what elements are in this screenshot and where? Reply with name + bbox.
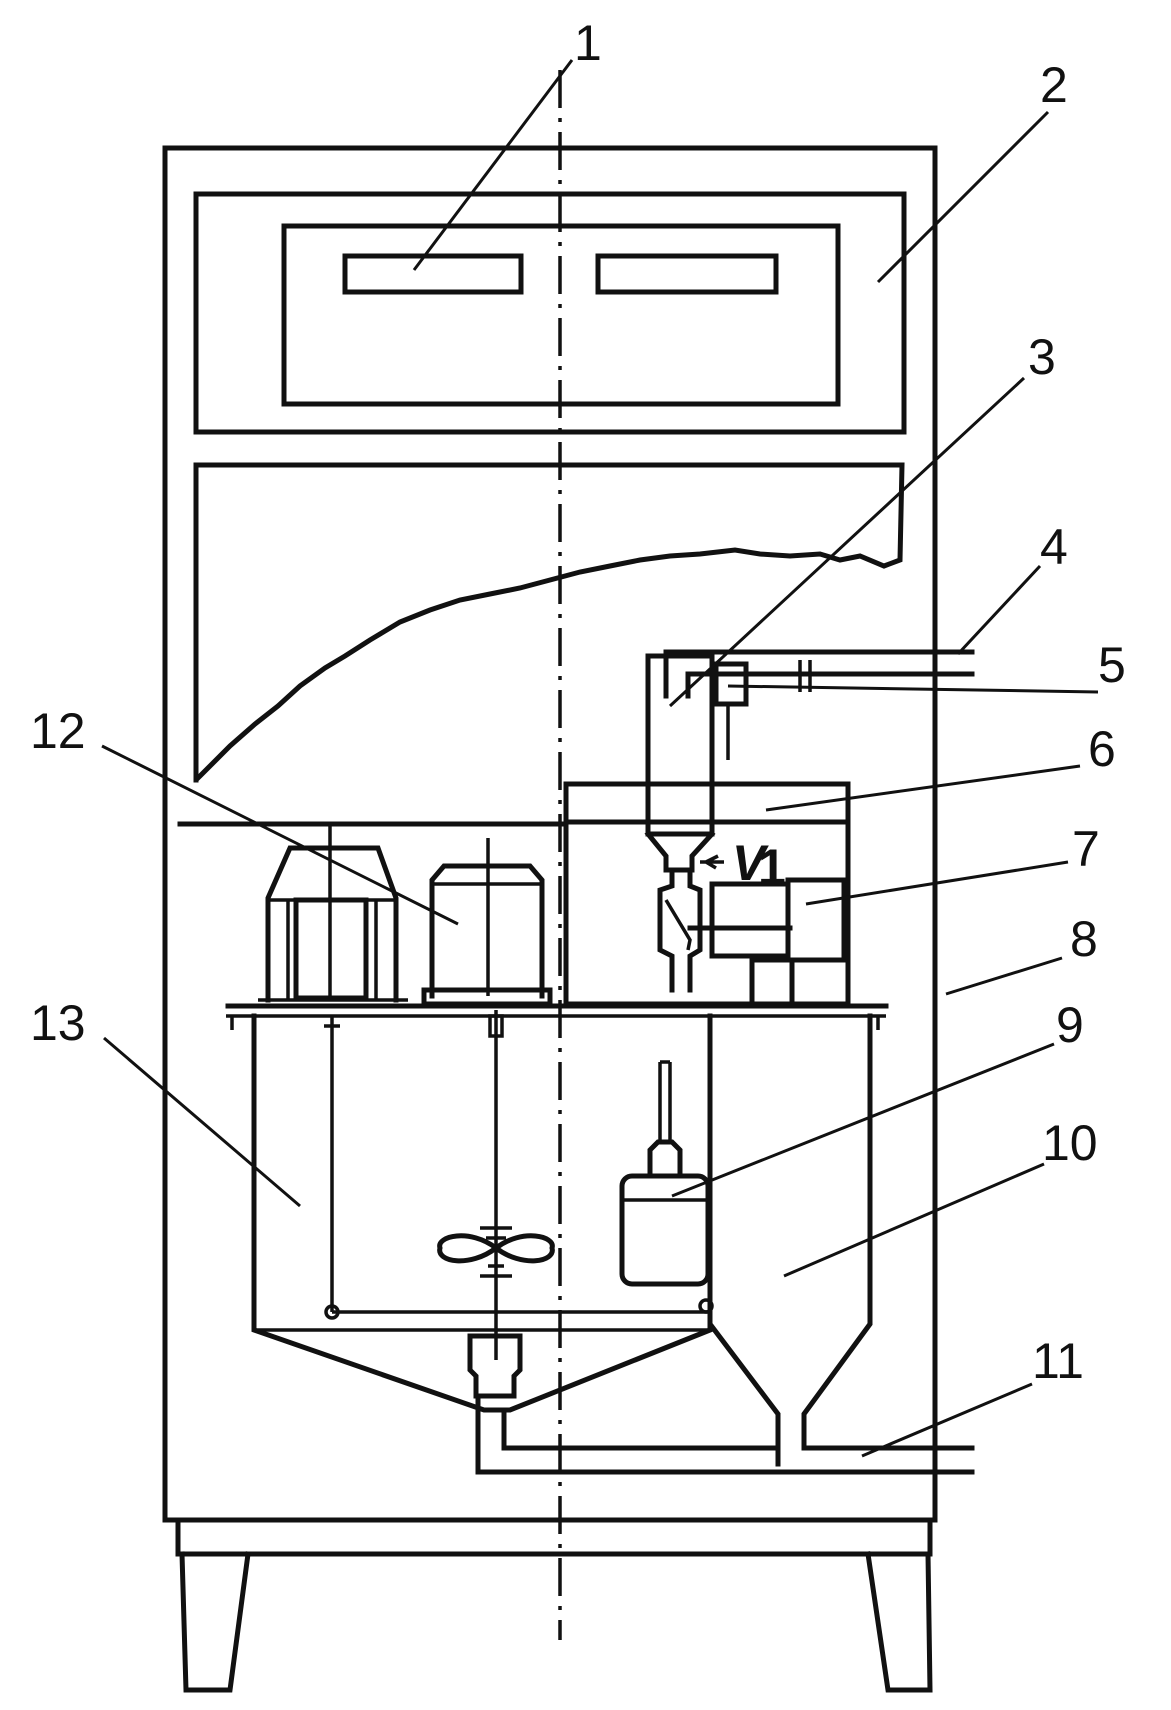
leader-8 [945,956,1063,996]
callout-2: 2 [1040,57,1068,113]
callout-12: 12 [30,703,86,759]
leader-13 [103,1036,301,1208]
valve-label: V [732,835,769,891]
impeller [437,1233,555,1264]
leader-12 [101,744,459,926]
cutaway-window [193,462,905,783]
display-left [342,253,524,295]
leader-2 [876,110,1050,284]
leader-10 [783,1162,1045,1278]
leader-7 [805,860,1069,906]
solenoid-valve: V 1 [657,835,847,1009]
callout-9: 9 [1056,997,1084,1053]
callout-7: 7 [1072,821,1100,877]
leader-11 [861,1382,1033,1458]
reservoir [707,1013,873,1467]
valve-subscript: 1 [758,839,786,895]
callout-6: 6 [1088,721,1116,777]
callouts: 1 2 3 4 5 6 7 8 9 10 11 12 13 [30,15,1126,1389]
leader-6 [765,764,1081,812]
right-leg [865,1551,933,1693]
leader-9 [671,1042,1055,1198]
callout-4: 4 [1040,519,1068,575]
stirring-motor [421,838,553,1007]
leader-lines [101,59,1099,1458]
drain-pipe [475,1393,975,1475]
callout-8: 8 [1070,911,1098,967]
leader-1 [412,59,574,271]
callout-3: 3 [1028,329,1056,385]
leader-4 [956,564,1042,656]
level-sensor [713,661,749,760]
left-motor [258,824,408,1003]
cabinet [162,145,938,1693]
leader-5 [727,684,1099,694]
probe [619,1060,711,1287]
callout-1: 1 [574,15,602,71]
display-right [595,253,779,295]
valve-compartment [563,781,851,1007]
callout-13: 13 [30,995,86,1051]
callout-11: 11 [1032,1333,1084,1389]
control-panel [193,191,907,435]
mixing-tank [251,1010,714,1413]
dosing-cylinder [644,653,716,873]
callout-5: 5 [1098,637,1126,693]
left-leg [179,1551,251,1693]
callout-10: 10 [1042,1115,1098,1171]
leader-3 [668,376,1026,708]
